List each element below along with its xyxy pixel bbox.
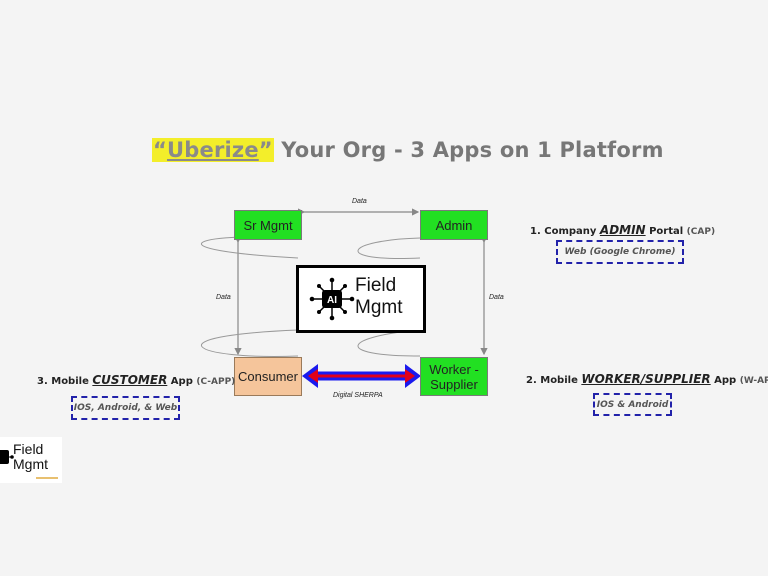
app-worker-platform: IOS & Android (593, 393, 672, 416)
corner-logo-field: Field (13, 441, 44, 457)
logo-mgmt-text: Mgmt (355, 297, 403, 318)
edge-label-right: Data (489, 294, 504, 301)
corner-logo-underline (36, 477, 58, 479)
corner-ai-chip-icon (0, 450, 14, 464)
corner-logo: Field Mgmt (0, 437, 62, 483)
node-worker-supplier-label: Worker - Supplier (429, 361, 479, 392)
app-worker-title: 2. Mobile WORKER/SUPPLIER App (W-APP) (526, 372, 768, 386)
app-admin-platform: Web (Google Chrome) (556, 240, 684, 264)
node-sr-mgmt: Sr Mgmt (234, 210, 302, 240)
edge-label-top: Data (352, 198, 367, 205)
loop-curve-top-right (357, 237, 421, 259)
node-admin-label: Admin (435, 217, 473, 233)
page-title: “Uberize” Your Org - 3 Apps on 1 Platfor… (152, 138, 664, 162)
loop-curve-bottom-left (201, 329, 299, 357)
loop-curve-bottom-right (357, 329, 421, 357)
logo-field-text: Field (355, 275, 397, 296)
center-logo: AI Field Mgmt (296, 265, 426, 333)
logo-ai-text: AI (327, 295, 337, 306)
node-consumer-label: Consumer (238, 369, 298, 384)
title-rest: Your Org - 3 Apps on 1 Platform (273, 138, 664, 162)
edge-label-bottom: Digital SHERPA (333, 392, 383, 399)
title-highlight: “Uberize” (152, 138, 274, 162)
app-customer-title: 3. Mobile CUSTOMER App (C-APP) (37, 373, 236, 387)
corner-logo-mgmt: Mgmt (13, 456, 48, 472)
digital-sherpa-arrow (302, 364, 421, 388)
ai-chip-icon: AI (309, 277, 355, 321)
app-customer-platform: IOS, Android, & Web (71, 396, 180, 420)
node-sr-mgmt-label: Sr Mgmt (243, 217, 293, 233)
app-admin-title: 1. Company ADMIN Portal (CAP) (530, 223, 716, 237)
node-worker-supplier: Worker - Supplier (420, 357, 488, 396)
node-admin: Admin (420, 210, 488, 240)
node-consumer: Consumer (234, 357, 302, 396)
edge-label-left: Data (216, 294, 231, 301)
